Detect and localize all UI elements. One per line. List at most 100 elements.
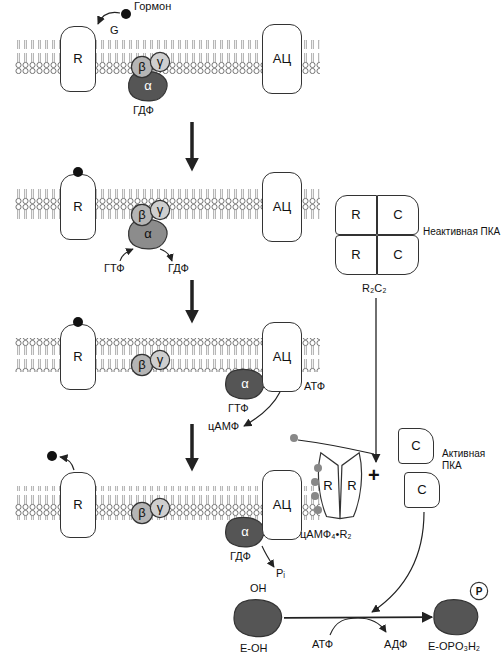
node-label: R [336,196,376,234]
node-label: R [61,473,95,537]
receptor: R [60,472,96,538]
diagram-label: + [368,464,380,487]
hormone-dot [73,317,83,327]
diagram-label: G [110,24,119,37]
node-label: R [346,478,358,494]
g-beta-subunit: β [131,204,153,226]
node-label: АЦ [263,471,301,539]
g-alpha-subunit: α [224,516,266,548]
node-label: γ [150,350,170,370]
node-label: β [131,354,153,376]
diagram-label: цАМФ₄•R₂ [300,528,352,541]
diagram-label: R₂C₂ [362,282,386,295]
g-beta-subunit-shape [131,56,152,77]
g-gamma-subunit-shape [150,498,169,517]
reaction-arrow [284,616,432,618]
substrate-protein-outline [232,598,284,638]
adenylate-cyclase: АЦ [262,172,302,242]
node-label: R [61,325,95,389]
catalytic-subunit: C [398,428,434,464]
diagram-label: АДФ [384,638,407,651]
receptor: R [60,26,96,92]
camp-r2-complex-shape [318,453,361,519]
node-label: E-OH [240,642,268,654]
regulatory-subunit: R [335,235,377,275]
g-beta-subunit-shape [131,502,152,523]
diagram-label: АТФ [312,638,333,651]
phosphate-circle-shape [470,582,487,599]
camp-dot [314,506,322,514]
hormone-dot [73,167,83,177]
hormone-dot [47,451,57,461]
node-label: R [61,175,95,239]
g-gamma-subunit: γ [150,350,170,370]
diagram-label: ГТФ [228,402,249,415]
atp-adp-arrow [330,618,386,635]
gdp-arrow [160,249,172,261]
adenylate-cyclase: АЦ [262,24,302,94]
g-gamma-subunit: γ [150,498,170,518]
camp-dot [311,492,319,500]
phosphorylated-protein: E-OPO₃H₂P [432,598,480,636]
g-beta-subunit-shape [131,204,152,225]
hormone-arrow [98,12,120,24]
camp-arrow [244,392,280,426]
g-gamma-subunit-shape [150,200,169,219]
node-label: R [322,478,334,494]
node-label: β [131,204,153,226]
g-alpha-subunit: α [224,368,266,400]
diagram-label: Гормон [134,0,171,13]
g-gamma-subunit: γ [150,52,170,72]
diagram-label: Активная ПКА [442,448,502,471]
g-beta-subunit-shape [131,354,152,375]
camp-dot [314,464,322,472]
node-label: γ [150,498,170,518]
catalytic-subunit: C [377,235,419,275]
g-gamma-subunit-shape [150,350,169,369]
g-beta-subunit: β [131,56,153,78]
camp-arrow [298,440,374,454]
receptor: R [60,174,96,240]
phosphate-circle: P [470,582,488,600]
receptor: R [60,324,96,390]
catalytic-subunit: C [377,195,419,235]
diagram-label: АТФ [304,380,325,393]
node-label: C [399,429,433,463]
g-gamma-subunit: γ [150,200,170,220]
node-label: α [224,368,266,400]
node-label: АЦ [263,173,301,241]
adenylate-cyclase: АЦ [262,322,302,392]
node-label: АЦ [263,323,301,391]
node-label: C [378,196,418,234]
node-label: OH [250,582,267,594]
diagram-label: ГДФ [230,550,251,563]
diagram-label: ГТФ [104,262,125,275]
substrate-protein: OHE-OH [232,598,284,638]
phosphorylated-protein-outline [432,598,480,636]
diagram-label: ГДФ [168,262,189,275]
gtp-arrow [120,249,133,261]
camp-dot [290,434,298,442]
node-label: P [470,582,488,600]
diagram-label: Pᵢ [276,567,285,580]
node-label: R [336,236,376,274]
node-label: C [378,236,418,274]
catalysis-arrow [372,512,424,612]
phosphorylated-protein-shape [434,600,478,635]
step-arrow [190,280,194,318]
regulatory-subunit: R [335,195,377,235]
node-label: E-OPO₃H₂ [428,640,480,652]
diagram-label: ГДФ [133,104,154,117]
catalytic-subunit: C [404,472,440,508]
g-gamma-subunit-shape [150,52,169,71]
hormone-dot [121,9,131,19]
node-label: α [224,516,266,548]
activation-arrow [375,298,376,462]
node-label: R [61,27,95,91]
camp-r2-complex-outline [316,450,364,520]
adenylate-cyclase: АЦ [262,470,302,540]
node-label: АЦ [263,25,301,93]
step-arrow [190,122,194,166]
